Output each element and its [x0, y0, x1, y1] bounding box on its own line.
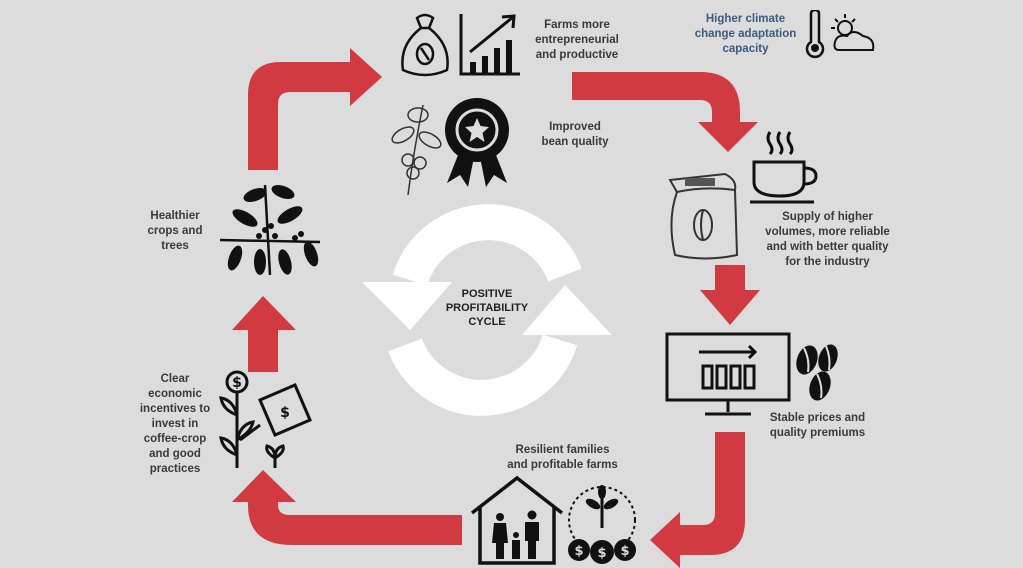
- label-healthier-crops: Healthier crops and trees: [135, 209, 215, 254]
- arrow-prices-to-families: [650, 432, 745, 568]
- arrow-crops-to-farms: [248, 48, 382, 170]
- label-line: for the industry: [785, 256, 870, 268]
- coffee-branch-icon: [391, 104, 442, 196]
- label-line: practices: [149, 463, 201, 475]
- label-line: trees: [161, 240, 189, 252]
- watering-can-icon: $$: [219, 370, 312, 468]
- label-line: change adaptation: [694, 28, 797, 40]
- coffee-cup-icon: [750, 131, 818, 204]
- label-economic-incentives: Clear economic incentives to invest in c…: [130, 372, 220, 477]
- label-resilient-families: Resilient families and profitable farms: [495, 443, 630, 473]
- label-line: Stable prices and: [769, 412, 866, 424]
- growth-chart-icon: [459, 14, 520, 76]
- center-title-line: PROFITABILITY: [445, 302, 529, 314]
- arrow-families-to-incentives: [232, 470, 462, 545]
- label-line: Healthier: [150, 210, 200, 222]
- label-line: capacity: [722, 43, 769, 55]
- label-line: and profitable farms: [507, 459, 618, 471]
- label-line: crops and: [147, 225, 203, 237]
- thermometer-icon: [805, 10, 875, 59]
- award-badge-icon: [445, 98, 509, 187]
- family-house-icon: [470, 475, 564, 565]
- label-line: volumes, more reliable: [765, 226, 890, 238]
- label-line: and good: [149, 448, 201, 460]
- label-bean-quality: Improved bean quality: [530, 120, 620, 150]
- label-line: invest in: [151, 418, 199, 430]
- label-line: quality premiums: [769, 427, 866, 439]
- label-line: and productive: [535, 49, 619, 61]
- label-line: Supply of higher: [782, 211, 873, 223]
- arrow-incentives-to-crops: [232, 296, 296, 372]
- svg-text:$: $: [232, 375, 242, 391]
- svg-text:$: $: [597, 546, 606, 561]
- label-line: entrepreneurial: [535, 34, 619, 46]
- coffee-beans-icon: [796, 344, 838, 401]
- center-title-line: CYCLE: [468, 316, 506, 328]
- center-title-line: POSITIVE: [461, 288, 513, 300]
- bean-bag-icon: [668, 172, 739, 260]
- label-climate-adaptation: Higher climate change adaptation capacit…: [688, 12, 803, 57]
- coffee-plant-icon: [219, 184, 321, 276]
- label-line: incentives to: [139, 403, 211, 415]
- label-supply: Supply of higher volumes, more reliable …: [755, 210, 900, 270]
- label-stable-prices: Stable prices and quality premiums: [760, 411, 875, 441]
- sun-cloud-icon: [831, 14, 875, 51]
- label-line: Higher climate: [705, 13, 786, 25]
- arrow-supply-to-prices: [700, 265, 760, 325]
- center-title: POSITIVE PROFITABILITY CYCLE: [437, 287, 537, 329]
- label-farms-productive: Farms more entrepreneurial and productiv…: [527, 18, 627, 63]
- label-line: Resilient families: [515, 444, 610, 456]
- money-plant-icon: $ $ $: [568, 485, 636, 564]
- label-line: economic: [148, 388, 202, 400]
- label-line: Improved: [549, 121, 601, 133]
- label-line: Clear: [160, 373, 190, 385]
- label-line: bean quality: [541, 136, 609, 148]
- svg-text:$: $: [280, 405, 290, 421]
- coffee-sack-icon: [401, 13, 449, 77]
- svg-text:$: $: [574, 544, 583, 559]
- label-line: Farms more: [544, 19, 610, 31]
- monitor-chart-icon: [665, 332, 791, 416]
- label-line: and with better quality: [766, 241, 889, 253]
- refresh-cycle-icon: [388, 204, 582, 416]
- label-line: coffee-crop: [143, 433, 207, 445]
- arrow-farms-to-supply: [572, 72, 758, 152]
- svg-text:$: $: [620, 544, 629, 559]
